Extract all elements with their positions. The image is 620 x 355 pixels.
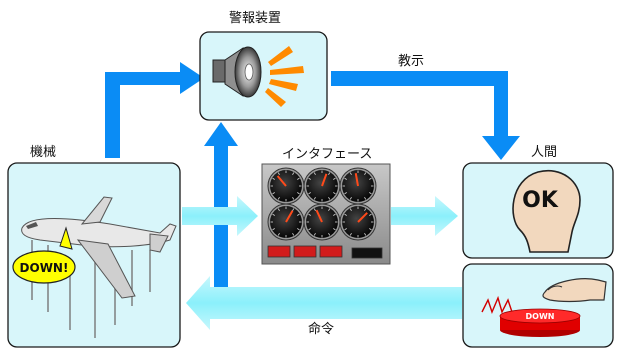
gauge-dial [267, 203, 305, 241]
head-icon: OK [512, 169, 581, 253]
button-box: DOWN [462, 263, 614, 348]
arrow-machine-to-interface [182, 196, 258, 236]
human-label: 人間 [531, 145, 558, 160]
gauge-dial [339, 167, 377, 205]
alarm-label: 警報装置 [229, 11, 282, 26]
down-badge: DOWN! [12, 226, 76, 284]
speaker-icon [212, 46, 262, 98]
sound-rays-icon [265, 46, 304, 107]
arrow-alarm-to-human [331, 71, 520, 160]
arrow-machine-to-alarm [105, 62, 204, 158]
gauge-dial [339, 203, 377, 241]
machine-label: 機械 [30, 145, 57, 160]
human-box: OK [462, 162, 614, 259]
down-badge-text: DOWN! [20, 261, 69, 275]
gauge-dial [303, 203, 341, 241]
ok-text: OK [522, 188, 559, 213]
gauge-dial [303, 167, 341, 205]
arrow-command [186, 276, 462, 330]
airplane-icon [21, 196, 177, 338]
down-button-label: DOWN [526, 312, 555, 321]
machine-box: DOWN! [7, 162, 181, 348]
finger-icon [542, 278, 607, 303]
press-sparks-icon [481, 295, 513, 314]
instruction-label: 教示 [398, 54, 425, 69]
arrow-interface-to-human [391, 196, 458, 236]
command-label: 命令 [308, 322, 335, 337]
alarm-box [199, 31, 328, 121]
gauge-panel-icon [261, 163, 391, 265]
interface-label: インタフェース [282, 147, 373, 162]
gauge-dial [267, 167, 305, 205]
down-button: DOWN [499, 308, 581, 337]
